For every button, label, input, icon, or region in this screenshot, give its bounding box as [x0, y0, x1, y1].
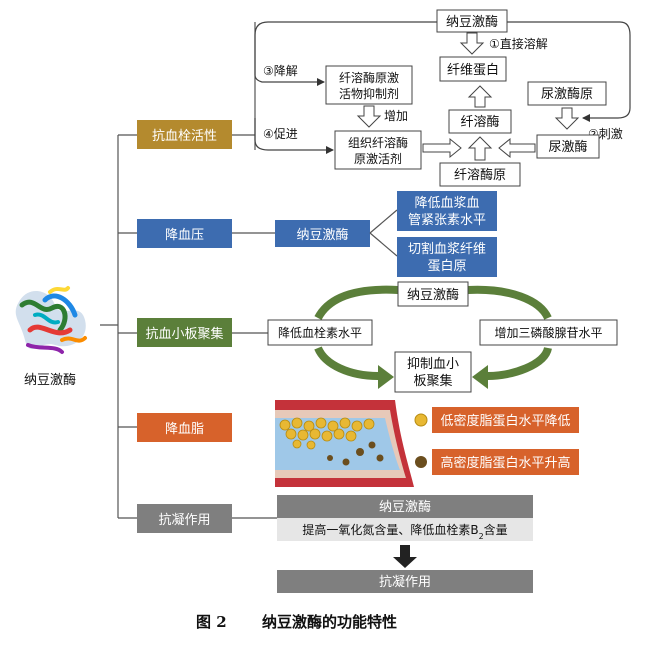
- branch-antiplatelet-label: 抗血小板聚集: [145, 326, 223, 342]
- promote-label: ④促进: [263, 127, 298, 141]
- antihyp-nattokinase: 纳豆激酶: [296, 227, 348, 243]
- direct-dissolve-label: ①直接溶解: [489, 36, 548, 51]
- figure-title: 纳豆激酶的功能特性: [262, 613, 397, 631]
- blood-vessel-image: [275, 400, 414, 487]
- nattokinase-protein-image: [15, 286, 87, 354]
- branch-hypolipidemic-label: 降血脂: [165, 422, 204, 437]
- branch-antiplatelet: 抗血小板聚集: [137, 318, 232, 347]
- antiplatelet-block: 纳豆激酶 降低血栓素水平 增加三磷酸腺苷水平 抑制血小 板聚集: [267, 281, 618, 393]
- hdl-label: 高密度脂蛋白水平升高: [440, 455, 570, 471]
- pai-line2: 活物抑制剂: [339, 86, 399, 101]
- hypolipidemic-block: 低密度脂蛋白水平降低 高密度脂蛋白水平升高: [275, 400, 579, 487]
- thrombo-nattokinase: 纳豆激酶: [446, 14, 498, 30]
- plasminogen-node: 纤溶酶原: [454, 167, 506, 183]
- urokinase-pro-node: 尿激酶原: [541, 86, 593, 102]
- antihyp-effect1-line1: 降低血浆血: [414, 196, 479, 211]
- antiplatelet-right: 增加三磷酸腺苷水平: [494, 325, 602, 340]
- antihyp-effect2-line2: 蛋白原: [427, 258, 466, 274]
- tree-connectors: [100, 22, 277, 519]
- ldl-dot: [414, 413, 428, 427]
- branch-hypolipidemic: 降血脂: [137, 413, 232, 442]
- tpa-line1: 组织纤溶酶: [348, 135, 408, 150]
- anticoag-effect: 提高一氧化氮含量、降低血栓素B2含量: [302, 522, 507, 541]
- anticoagulant-block: 纳豆激酶 提高一氧化氮含量、降低血栓素B2含量 抗凝作用: [277, 495, 533, 593]
- anticoag-arrow: [393, 545, 417, 568]
- branch-antihypertensive: 降血压: [137, 219, 232, 248]
- increase-label: 增加: [384, 109, 408, 123]
- plasmin-node: 纤溶酶: [460, 114, 499, 130]
- antiplatelet-left: 降低血栓素水平: [278, 325, 362, 340]
- degrade-label: ③降解: [263, 64, 298, 78]
- tpa-line2: 原激活剂: [354, 151, 402, 166]
- branch-thrombolytic-label: 抗血栓活性: [152, 129, 217, 144]
- antiplatelet-nattokinase: 纳豆激酶: [407, 287, 459, 303]
- branch-anticoagulant-label: 抗凝作用: [158, 512, 210, 528]
- antihyp-effect2-line1: 切割血浆纤维: [408, 241, 486, 257]
- branch-anticoagulant: 抗凝作用: [137, 504, 232, 533]
- anticoag-header: 纳豆激酶: [379, 499, 431, 515]
- antihyp-effect1-line2: 管紧张素水平: [408, 213, 486, 228]
- antiplatelet-center-line2: 板聚集: [413, 373, 452, 389]
- urokinase-node: 尿激酶: [548, 139, 587, 155]
- ldl-label: 低密度脂蛋白水平降低: [440, 413, 570, 429]
- antihypertensive-block: 纳豆激酶 降低血浆血 管紧张素水平 切割血浆纤维 蛋白原: [275, 191, 497, 277]
- fibrin-node: 纤维蛋白: [447, 62, 499, 78]
- branch-thrombolytic: 抗血栓活性: [137, 120, 232, 149]
- hdl-dot: [415, 456, 427, 468]
- antiplatelet-center-line1: 抑制血小: [407, 357, 459, 372]
- root-label: 纳豆激酶: [24, 372, 76, 388]
- thrombolytic-block: 纳豆激酶 ①直接溶解 纤维蛋白 ③降解 ④促进 ②刺激 纤溶酶原激 活物抑制剂 …: [254, 9, 631, 187]
- figure-number: 图 2: [196, 613, 227, 631]
- branch-antihypertensive-label: 降血压: [165, 228, 204, 243]
- anticoag-result: 抗凝作用: [379, 574, 431, 590]
- pai-line1: 纤溶酶原激: [339, 70, 399, 85]
